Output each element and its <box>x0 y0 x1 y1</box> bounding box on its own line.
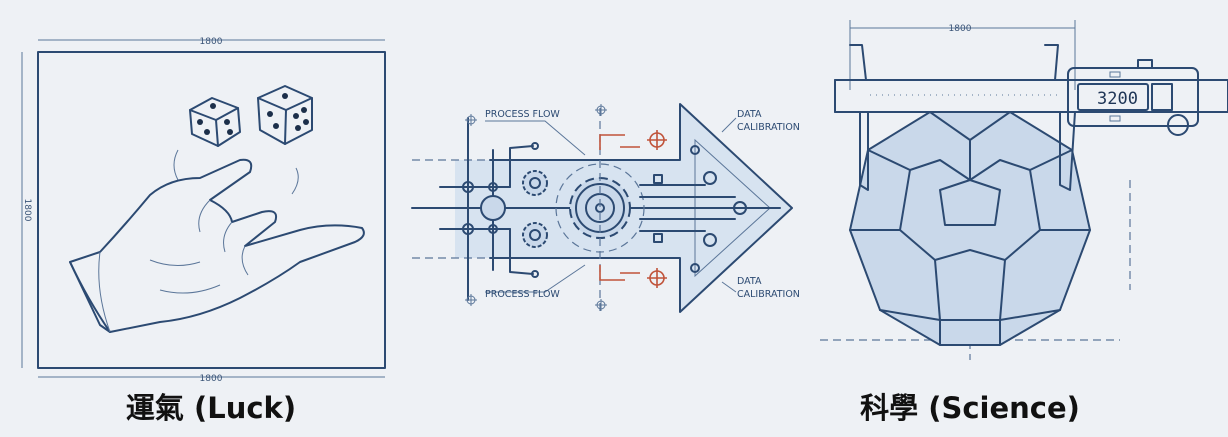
luck-caption: 運氣 (Luck) <box>126 391 296 425</box>
die-icon <box>189 97 241 147</box>
caliper-reading: 3200 <box>1097 89 1138 109</box>
target-icon <box>647 130 667 150</box>
main-gear-icon <box>569 177 631 239</box>
soccer-ball-illustration <box>848 111 1092 346</box>
science-panel: 1800 3200 科學 (Science) <box>820 20 1228 425</box>
caliper-illustration: 3200 <box>834 44 1228 191</box>
dim-bottom-label: 1800 <box>200 374 223 384</box>
process-flow-label-bottom: PROCESS FLOW <box>485 289 560 300</box>
gear-icon <box>522 170 548 196</box>
dim-top-label: 1800 <box>200 37 223 47</box>
process-panel: PROCESS FLOW PROCESS FLOW DATA CALIBRATI… <box>411 103 800 315</box>
dim-side-label: 1800 <box>22 199 32 222</box>
data-calibration-label-top-2: CALIBRATION <box>737 122 800 133</box>
data-calibration-label-top-1: DATA <box>737 109 762 120</box>
die-icon <box>257 85 313 145</box>
dim-top-label-right: 1800 <box>949 24 972 34</box>
luck-panel: 1800 1800 1800 運氣 (Luck) <box>21 37 386 425</box>
gear-icon <box>522 222 548 248</box>
data-calibration-label-bottom-1: DATA <box>737 276 762 287</box>
luck-frame <box>37 51 386 369</box>
hand-illustration <box>69 158 365 333</box>
science-caption: 科學 (Science) <box>860 391 1080 425</box>
process-flow-label-top: PROCESS FLOW <box>485 109 560 120</box>
target-icon <box>647 268 667 288</box>
data-calibration-label-bottom-2: CALIBRATION <box>737 289 800 300</box>
